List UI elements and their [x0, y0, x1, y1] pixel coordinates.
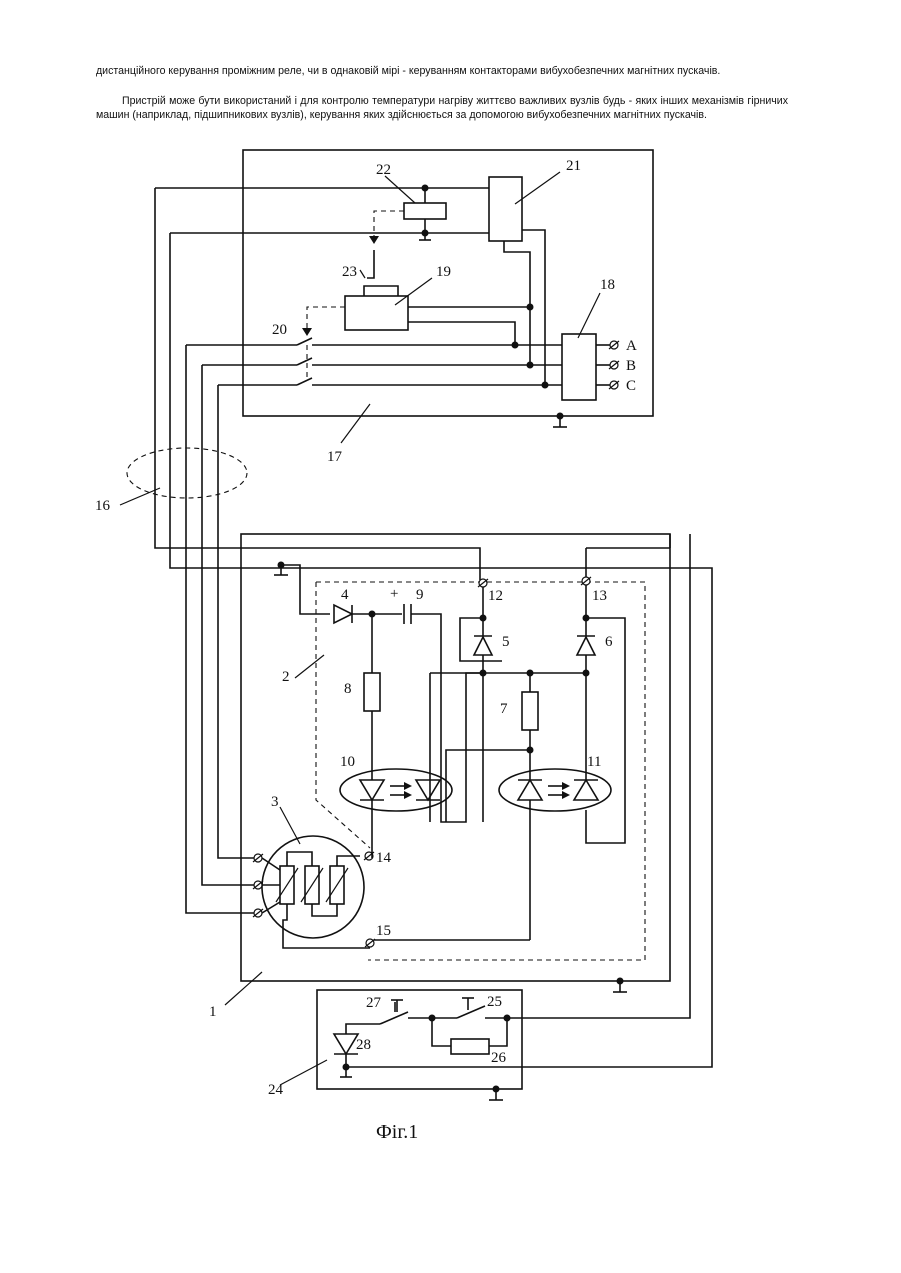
label-phase-c: C	[626, 378, 636, 394]
block-18	[562, 334, 596, 400]
label-4: 4	[341, 587, 349, 603]
label-21: 21	[566, 158, 581, 174]
label-1: 1	[209, 1004, 217, 1020]
cable-16	[127, 448, 247, 498]
label-25: 25	[487, 994, 502, 1010]
label-3: 3	[271, 794, 279, 810]
label-9: 9	[416, 587, 424, 603]
label-22: 22	[376, 162, 391, 178]
label-16: 16	[95, 498, 111, 514]
label-19: 19	[436, 264, 451, 280]
label-23: 23	[342, 264, 357, 280]
label-15: 15	[376, 923, 391, 939]
label-13: 13	[592, 588, 607, 604]
relay-22	[404, 203, 446, 219]
optocoupler-10	[340, 769, 452, 811]
block-19	[345, 296, 408, 330]
label-28: 28	[356, 1037, 371, 1053]
label-7: 7	[500, 701, 508, 717]
label-26: 26	[491, 1050, 507, 1066]
motor-3	[262, 836, 364, 938]
label-phase-a: A	[626, 338, 637, 354]
block-21	[489, 177, 522, 241]
label-27: 27	[366, 995, 382, 1011]
label-10: 10	[340, 754, 355, 770]
label-17: 17	[327, 449, 343, 465]
label-24: 24	[268, 1082, 284, 1098]
label-phase-b: B	[626, 358, 636, 374]
label-6: 6	[605, 634, 613, 650]
label-2: 2	[282, 669, 290, 685]
label-12: 12	[488, 588, 503, 604]
figure-caption: Фіг.1	[376, 1121, 418, 1143]
label-8: 8	[344, 681, 352, 697]
label-5: 5	[502, 634, 510, 650]
label-11: 11	[587, 754, 601, 770]
label-20: 20	[272, 322, 287, 338]
label-18: 18	[600, 277, 615, 293]
label-plus: +	[390, 586, 398, 602]
block-17-frame	[243, 150, 653, 416]
optocoupler-11	[499, 769, 611, 811]
label-14: 14	[376, 850, 392, 866]
